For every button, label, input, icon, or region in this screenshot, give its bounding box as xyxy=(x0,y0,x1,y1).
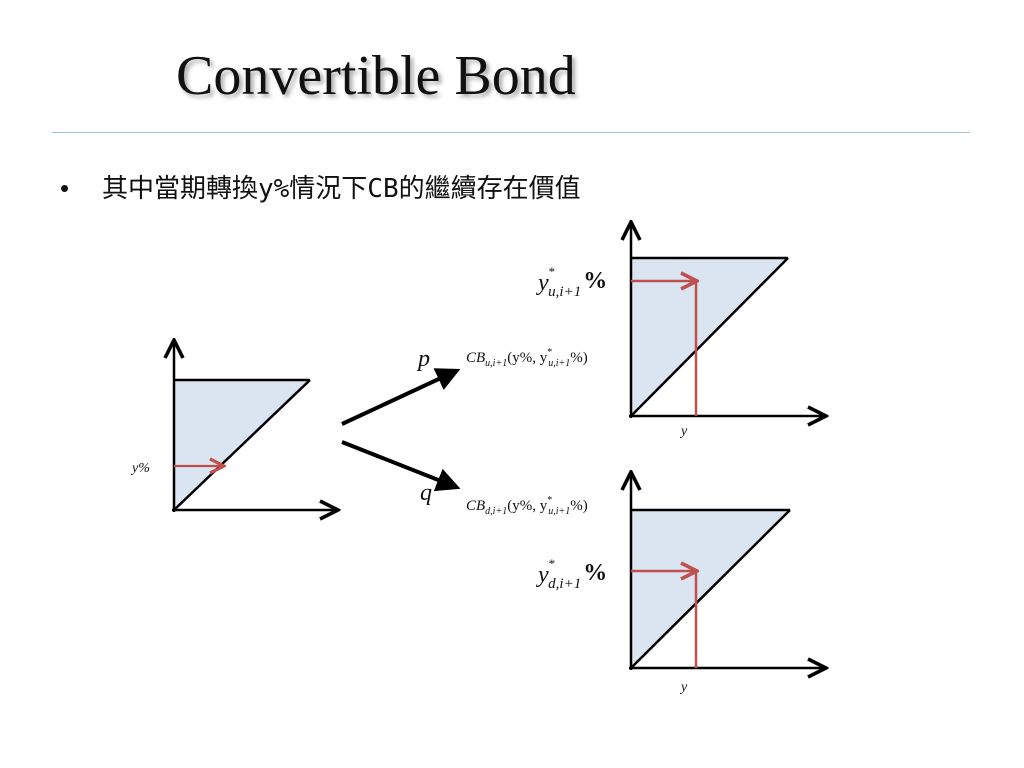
down-axis-label: y xyxy=(679,680,688,695)
left-y-label: y% xyxy=(130,461,150,476)
bullet-dot-icon: • xyxy=(60,173,70,203)
bullet-item: • 其中當期轉換y%情況下CB的繼續存在價值 xyxy=(60,168,581,205)
cb-up-label: CBu,i+1(y%, y*u,i+1%) xyxy=(466,347,588,369)
branch-arrows: p q xyxy=(341,346,461,506)
cb-down-label: CBd,i+1(y%, y*u,i+1%) xyxy=(466,495,588,517)
title-divider xyxy=(52,132,970,133)
bullet-text: 其中當期轉換y%情況下CB的繼續存在價值 xyxy=(102,174,581,204)
branch-down-arrow xyxy=(341,440,461,492)
down-threshold-label: y*d,i+1% xyxy=(536,556,607,592)
up-axis-label: y xyxy=(679,424,688,439)
branch-up-arrow xyxy=(341,368,461,426)
down-diagonal xyxy=(630,509,791,669)
branch-up-prob: p xyxy=(416,346,430,372)
up-diagonal xyxy=(630,257,789,417)
down-diagram: y y*d,i+1% xyxy=(536,472,826,695)
left-diagonal xyxy=(173,379,311,511)
up-diagram: y y*u,i+1% xyxy=(536,222,826,439)
up-threshold-label: y*u,i+1% xyxy=(536,264,607,300)
page-title: Convertible Bond xyxy=(176,45,576,107)
left-diagram: y% xyxy=(130,340,338,512)
branch-down-prob: q xyxy=(420,480,432,506)
